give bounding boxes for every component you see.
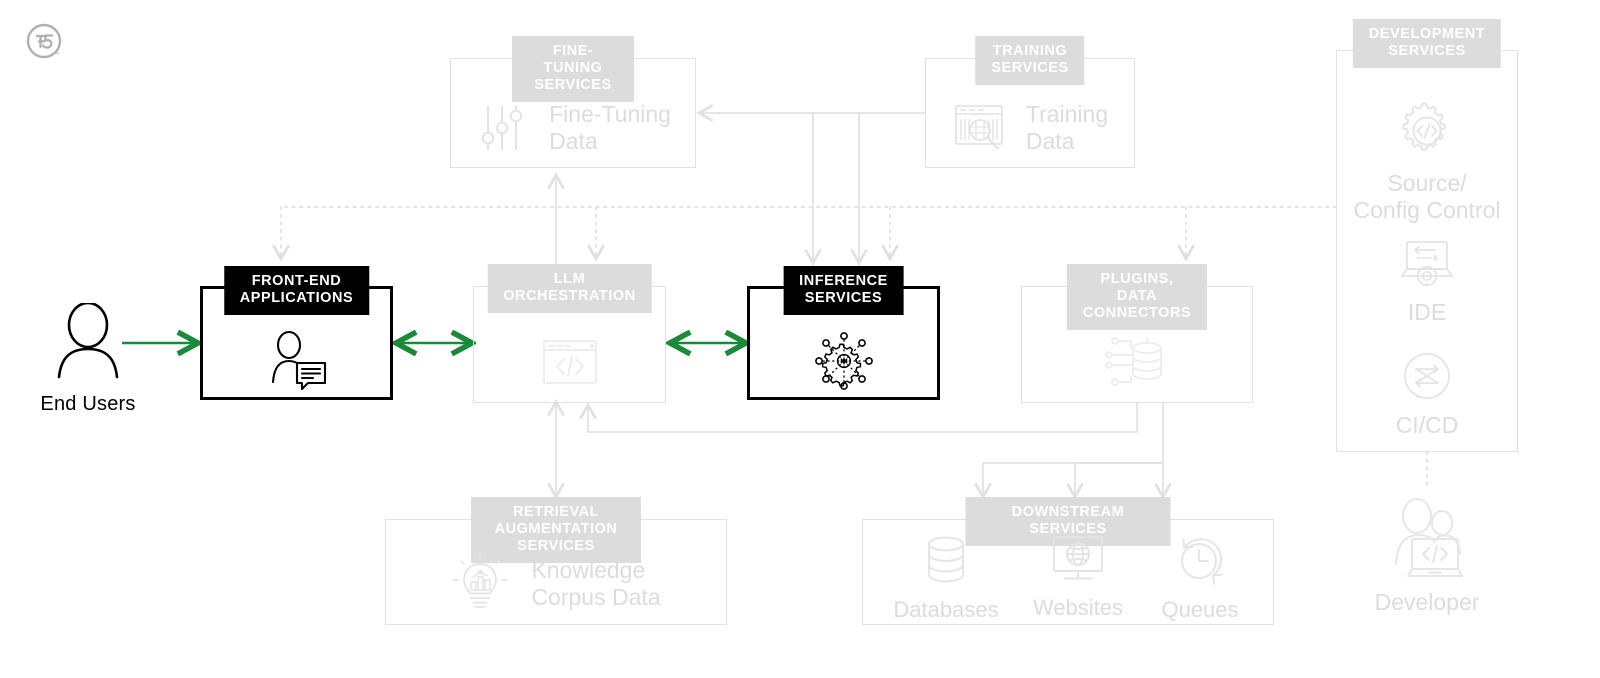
fine-tuning-data-label: Fine-Tuning Data — [549, 101, 671, 154]
downstream-item-websites[interactable]: Websites — [1003, 534, 1153, 621]
downstream-item-queues[interactable]: Queues — [1125, 534, 1275, 623]
source-config-control-label: Source/ Config Control — [1353, 170, 1501, 223]
developer-laptop-icon — [1395, 498, 1463, 577]
developer-actor: Developer — [1336, 498, 1518, 616]
shuffle-circle-icon — [1404, 353, 1450, 399]
plugins-data-connectors-title: PLUGINS, DATA CONNECTORS — [1066, 264, 1208, 330]
dev-item-source-config-control[interactable]: Source/ Config Control — [1337, 101, 1517, 224]
box-llm-orchestration[interactable]: LLM ORCHESTRATION — [473, 264, 666, 403]
fine-tuning-services-title: FINE-TUNING SERVICES — [512, 36, 634, 102]
websites-label: Websites — [1032, 595, 1124, 620]
front-end-applications-title: FRONT-END APPLICATIONS — [223, 266, 370, 315]
developer-label: Developer — [1374, 589, 1480, 615]
lightbulb-chart-icon — [452, 554, 509, 608]
database-icon — [928, 536, 964, 583]
person-icon — [57, 301, 119, 379]
database-connector-icon — [1105, 336, 1162, 386]
sliders-icon — [481, 106, 523, 150]
box-front-end-applications[interactable]: FRONT-END APPLICATIONS — [200, 266, 393, 400]
development-services-title: DEVELOPMENT SERVICES — [1352, 19, 1502, 68]
dev-item-ide[interactable]: IDE — [1337, 236, 1517, 326]
end-users-actor: End Users — [28, 301, 148, 416]
code-window-icon — [542, 339, 597, 384]
box-development-services[interactable]: DEVELOPMENT SERVICES Source/ Config Cont… — [1336, 19, 1518, 452]
box-training-services[interactable]: TRAINING SERVICES — [925, 36, 1135, 168]
knowledge-corpus-data-label: Knowledge Corpus Data — [531, 557, 661, 610]
llm-orchestration-title: LLM ORCHESTRATION — [487, 264, 652, 313]
f5-logo — [26, 23, 62, 59]
queues-label: Queues — [1161, 597, 1239, 622]
downstream-item-databases[interactable]: Databases — [871, 534, 1021, 623]
inference-services-title: INFERENCE SERVICES — [783, 266, 904, 315]
box-fine-tuning-services[interactable]: FINE-TUNING SERVICES Fine-Tuning Data — [450, 36, 696, 168]
training-data-label: Training Data — [1025, 101, 1109, 154]
box-plugins-data-connectors[interactable]: PLUGINS, DATA CONNECTORS — [1021, 264, 1253, 403]
box-downstream-services[interactable]: DOWNSTREAM SERVICES Databases — [862, 497, 1275, 625]
cicd-label: CI/CD — [1395, 412, 1459, 438]
box-retrieval-augmentation-services[interactable]: RETRIEVAL AUGMENTATION SERVICES — [385, 497, 727, 625]
clock-refresh-icon — [1181, 538, 1223, 585]
laptop-gear-icon — [1400, 241, 1454, 287]
dev-item-cicd[interactable]: CI/CD — [1337, 349, 1517, 439]
ide-label: IDE — [1407, 299, 1447, 325]
neural-hub-icon — [814, 332, 873, 390]
data-search-icon — [954, 105, 1003, 150]
training-services-title: TRAINING SERVICES — [975, 36, 1085, 85]
end-users-label: End Users — [40, 393, 136, 415]
box-inference-services[interactable]: INFERENCE SERVICES — [747, 266, 940, 400]
monitor-globe-icon — [1053, 536, 1103, 580]
databases-label: Databases — [893, 597, 999, 622]
user-chat-icon — [271, 330, 326, 391]
retrieval-augmentation-services-title: RETRIEVAL AUGMENTATION SERVICES — [471, 497, 641, 563]
gear-code-icon — [1402, 102, 1446, 151]
